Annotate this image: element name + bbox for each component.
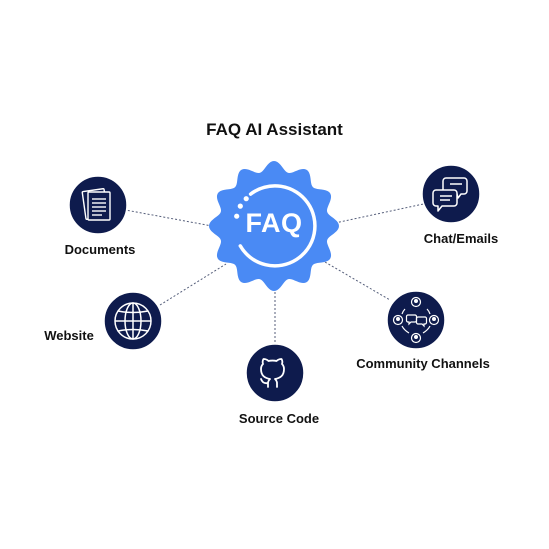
connector-community-channels: [324, 261, 391, 301]
label-community-channels: Community Channels: [356, 356, 490, 371]
connectors: [119, 202, 429, 345]
label-source-code: Source Code: [238, 411, 320, 426]
label-website: Website: [44, 328, 94, 343]
node-source-code: [245, 343, 305, 403]
community-network-icon: [392, 296, 440, 344]
faq-ring-dot: [243, 196, 249, 202]
connector-website: [159, 263, 227, 306]
faq-badge-label: FAQ: [245, 208, 303, 238]
node-circle: [245, 343, 305, 403]
connector-chat-emails: [334, 202, 429, 224]
node-community-channels: [386, 290, 446, 350]
connector-documents: [119, 208, 213, 227]
label-chat-emails: Chat/Emails: [423, 231, 499, 246]
faq-badge: [209, 161, 339, 291]
label-documents: Documents: [64, 242, 136, 257]
faq-badge-shape: [209, 161, 339, 291]
faq-ring-dot: [234, 213, 240, 219]
globe-icon: [114, 302, 152, 340]
chat-bubbles-icon: [432, 177, 468, 212]
documents-icon: [81, 188, 111, 221]
diagram-title: FAQ AI Assistant: [206, 120, 343, 139]
github-icon: [260, 358, 285, 388]
node-documents: [68, 175, 128, 235]
node-chat-emails: [421, 164, 481, 224]
faq-ring-arc: [238, 184, 317, 268]
node-website: [103, 291, 163, 351]
faq-ring-dot: [237, 203, 243, 209]
